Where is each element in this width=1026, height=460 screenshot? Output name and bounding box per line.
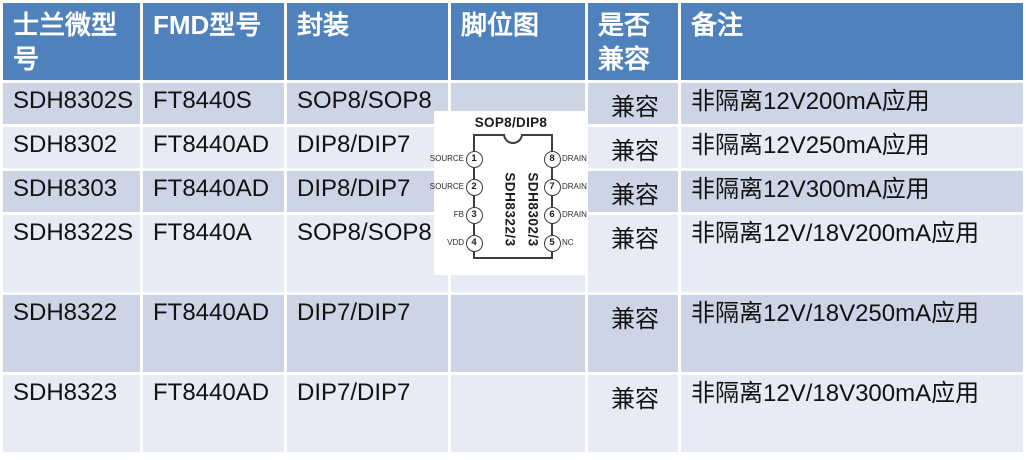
remark-text: 非隔离12V250mA应用 <box>691 132 930 159</box>
cell-package: DIP7/DIP7 <box>287 295 448 372</box>
cell-fmd-model: FT8440AD <box>143 171 284 212</box>
cell-fmd-model: FT8440S <box>143 83 284 124</box>
pin-label-source-1: SOURCE <box>429 154 464 163</box>
column-header-remark: 备注 <box>681 3 1023 80</box>
cell-compatible: 兼容 <box>588 127 678 168</box>
cell-compatible: 兼容 <box>588 295 678 372</box>
chip-left-model-label: SDH8322/3 <box>502 172 518 247</box>
cell-silan-model: SDH8322S <box>3 215 140 292</box>
cell-package: DIP8/DIP7 <box>287 127 448 168</box>
cell-pin-diagram <box>451 295 585 372</box>
column-header-package: 封装 <box>287 3 448 80</box>
table-row: SDH8303 FT8440AD DIP8/DIP7 兼容 非隔离12V300m… <box>3 171 1023 212</box>
cell-silan-model: SDH8302S <box>3 83 140 124</box>
pin-number-6: 6 <box>543 206 561 224</box>
cell-package: SOP8/SOP8 <box>287 215 448 292</box>
remark-text: 非隔离12V/18V250mA应用 <box>691 300 980 327</box>
pinout-title: SOP8/DIP8 <box>474 115 548 130</box>
column-header-compatible: 是否兼容 <box>588 3 678 80</box>
chip-body-outline <box>473 134 553 259</box>
pin-number-7: 7 <box>543 178 561 196</box>
remark-text: 非隔离12V/18V300mA应用 <box>691 380 980 407</box>
pin-label-fb: FB <box>453 210 464 219</box>
cell-remark: 非隔离12V250mA应用 <box>681 127 1023 168</box>
pin-number-5: 5 <box>543 234 561 252</box>
pin-label-nc: NC <box>562 238 574 247</box>
pinout-diagram: SOP8/DIP8 SDH8322/3 SDH8302/3 SOURCE 1 S… <box>430 111 588 275</box>
cell-fmd-model: FT8440AD <box>143 127 284 168</box>
cell-silan-model: SDH8302 <box>3 127 140 168</box>
cell-fmd-model: FT8440AD <box>143 295 284 372</box>
cell-remark: 非隔离12V/18V250mA应用 <box>681 295 1023 372</box>
remark-text: 非隔离12V300mA应用 <box>691 176 930 203</box>
pin-label-drain-7: DRAIN <box>562 182 587 191</box>
table-row: SDH8322 FT8440AD DIP7/DIP7 兼容 非隔离12V/18V… <box>3 295 1023 372</box>
column-header-pin-diagram: 脚位图 <box>451 3 585 80</box>
remark-text: 非隔离12V/18V200mA应用 <box>691 220 980 247</box>
cell-package: DIP8/DIP7 <box>287 171 448 212</box>
cell-silan-model: SDH8322 <box>3 295 140 372</box>
pin-number-1: 1 <box>465 150 483 168</box>
cell-remark: 非隔离12V300mA应用 <box>681 171 1023 212</box>
cell-silan-model: SDH8303 <box>3 171 140 212</box>
cell-remark: 非隔离12V/18V200mA应用 <box>681 215 1023 292</box>
cell-compatible: 兼容 <box>588 171 678 212</box>
cell-compatible: 兼容 <box>588 83 678 124</box>
cell-fmd-model: FT8440A <box>143 215 284 292</box>
table-row: SDH8302S FT8440S SOP8/SOP8 兼容 非隔离12V200m… <box>3 83 1023 124</box>
cell-pin-diagram <box>451 375 585 452</box>
cell-package: SOP8/SOP8 <box>287 83 448 124</box>
cell-compatible: 兼容 <box>588 215 678 292</box>
chip-notch <box>503 134 523 144</box>
cell-remark: 非隔离12V/18V300mA应用 <box>681 375 1023 452</box>
table-row: SDH8323 FT8440AD DIP7/DIP7 兼容 非隔离12V/18V… <box>3 375 1023 452</box>
cell-remark: 非隔离12V200mA应用 <box>681 83 1023 124</box>
remark-text: 非隔离12V200mA应用 <box>691 88 930 115</box>
pin-number-8: 8 <box>543 150 561 168</box>
cell-package: DIP7/DIP7 <box>287 375 448 452</box>
pin-label-drain-6: DRAIN <box>562 210 587 219</box>
pin-number-2: 2 <box>465 178 483 196</box>
cell-silan-model: SDH8323 <box>3 375 140 452</box>
cell-fmd-model: FT8440AD <box>143 375 284 452</box>
pin-number-4: 4 <box>465 234 483 252</box>
column-header-silan-model: 士兰微型号 <box>3 3 140 80</box>
column-header-fmd-model: FMD型号 <box>143 3 284 80</box>
pin-label-drain-8: DRAIN <box>562 154 587 163</box>
pin-label-source-2: SOURCE <box>429 182 464 191</box>
chip-right-model-label: SDH8302/3 <box>525 172 541 247</box>
cell-compatible: 兼容 <box>588 375 678 452</box>
pin-number-3: 3 <box>465 206 483 224</box>
pin-label-vdd: VDD <box>447 238 464 247</box>
header-row: 士兰微型号 FMD型号 封装 脚位图 是否兼容 备注 <box>3 3 1023 80</box>
